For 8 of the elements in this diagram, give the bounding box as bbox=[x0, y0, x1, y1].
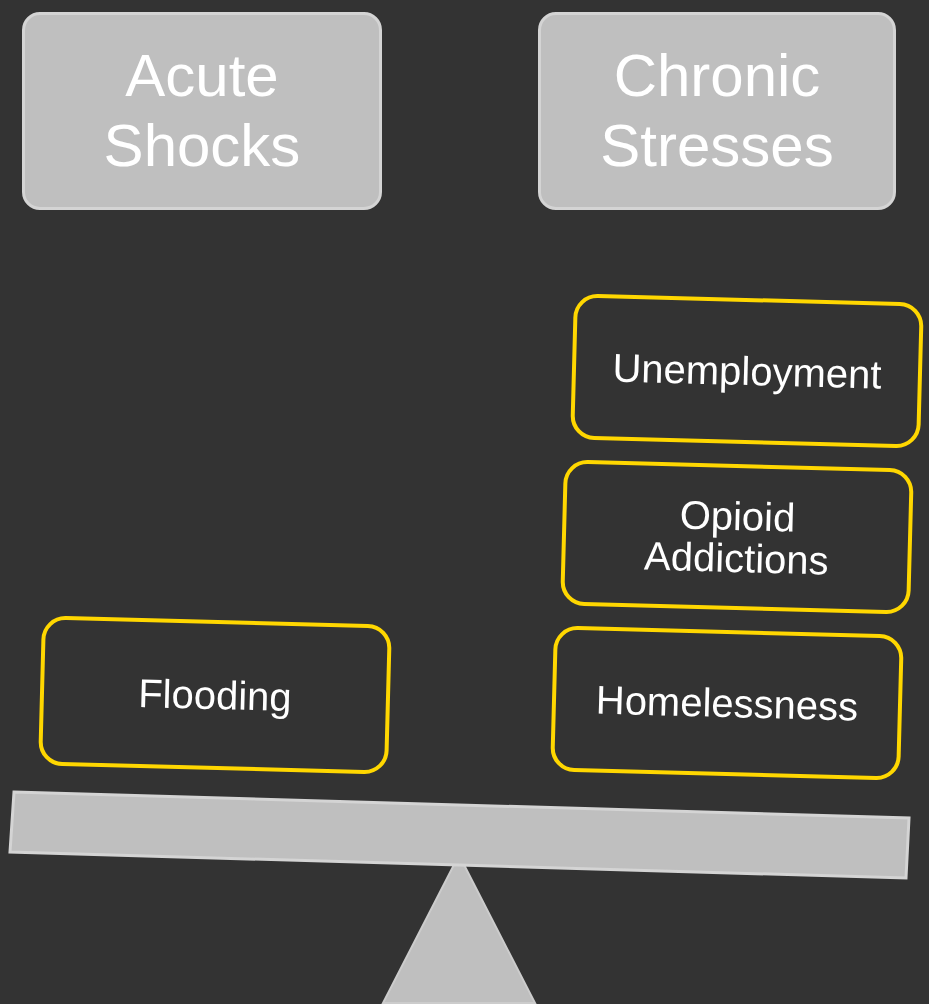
box-label: Chronic Stresses bbox=[599, 41, 835, 181]
category-box bbox=[538, 12, 896, 210]
box-label: Homelessness bbox=[594, 677, 860, 729]
box-label: Acute Shocks bbox=[102, 41, 302, 181]
category-box bbox=[22, 12, 382, 210]
box-label: Opioid Addictions bbox=[642, 491, 831, 584]
box-label: Unemployment bbox=[610, 345, 884, 397]
box-label: Flooding bbox=[136, 671, 294, 719]
